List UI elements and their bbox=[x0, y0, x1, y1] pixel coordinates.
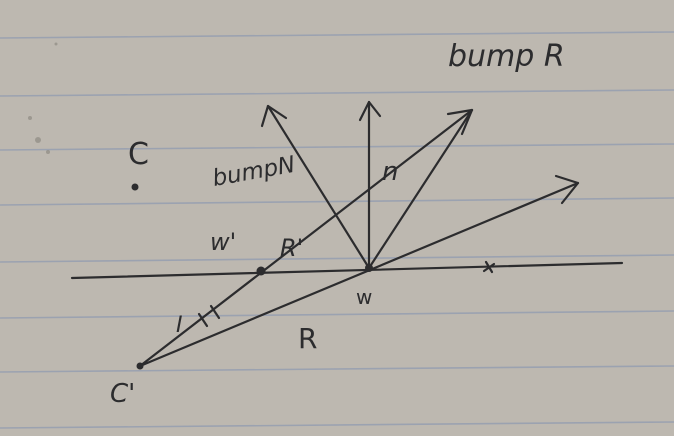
point-w-prime bbox=[256, 266, 266, 276]
diagram-ink bbox=[70, 100, 624, 368]
label-c: C bbox=[128, 137, 149, 172]
label-r: R bbox=[298, 322, 317, 355]
ray-r-prime bbox=[138, 108, 474, 368]
w-to-bump-r bbox=[367, 108, 474, 270]
bump-normal bbox=[266, 104, 371, 270]
point-c bbox=[131, 183, 139, 191]
bump-normal-arrowhead bbox=[260, 104, 288, 128]
r-arrowhead bbox=[554, 174, 580, 205]
label-c-prime: C' bbox=[110, 379, 135, 409]
normal-n-arrowhead bbox=[358, 100, 382, 122]
label-r-prime: R' bbox=[280, 234, 303, 262]
surface-line bbox=[70, 261, 624, 280]
point-c-prime bbox=[136, 362, 144, 370]
point-w bbox=[365, 264, 373, 272]
i-tick-2 bbox=[209, 304, 221, 320]
ray-r bbox=[138, 181, 580, 368]
label-w: w bbox=[356, 285, 372, 309]
paper-smudges bbox=[28, 42, 58, 154]
surface-cross bbox=[482, 260, 496, 274]
label-bump-r: bump R bbox=[448, 39, 565, 74]
i-tick-1 bbox=[197, 312, 209, 328]
label-w-prime: w' bbox=[210, 228, 236, 256]
label-i: I bbox=[176, 313, 183, 338]
ruled-lines bbox=[0, 31, 674, 429]
label-n: n bbox=[382, 157, 398, 187]
